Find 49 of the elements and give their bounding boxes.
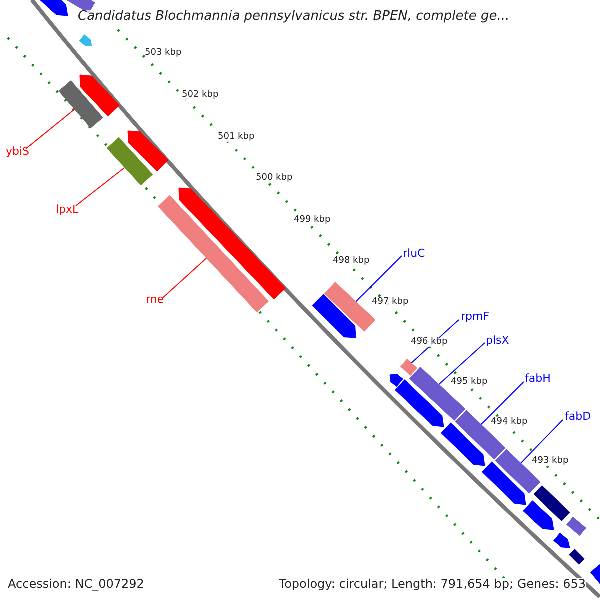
leader-line [76,167,126,206]
gene-bar [400,359,418,376]
gene-label: ybiS [6,146,30,157]
scale-label: 500 kbp [256,174,293,183]
gene-bar [58,80,104,128]
leader-line [26,108,76,150]
genome-summary: Topology: circular; Length: 791,654 bp; Genes: 653 [279,578,586,590]
gene-bar [523,500,554,530]
gene-bar [568,548,586,566]
scale-label: 494 kbp [491,418,528,427]
gene-label: rluC [403,248,426,259]
gene-bar [178,188,286,300]
gene-label: plsX [486,335,510,346]
gene-label: fabD [565,411,592,422]
gene-bar [106,137,154,186]
gene-bar [440,422,486,466]
gene-bar [79,34,92,46]
gene-bar [409,366,466,422]
scale-label: 499 kbp [294,216,331,225]
gene-bar [40,0,68,16]
accession-text: Accession: NC_007292 [8,578,144,590]
gene-bar [80,74,120,117]
genome-title: Candidatus Blochmannia pennsylvanicus str. BPEN, complete ge... [78,10,510,23]
leader-line [356,256,402,302]
leader-line [438,342,486,386]
scale-label: 495 kbp [451,378,488,387]
gene-bar [312,294,356,338]
scale-label: 493 kbp [532,457,569,466]
gene-bar [566,516,586,536]
scale-label: 503 kbp [145,49,182,58]
gene-bar [390,374,404,388]
gene-bar [554,532,570,548]
gene-bar [482,462,526,506]
scale-label: 497 kbp [372,298,409,307]
leader-line [162,258,208,298]
gene-label: rpmF [461,311,490,322]
leader-line [480,382,524,426]
gene-bar [394,380,444,428]
scale-label: 498 kbp [333,257,370,266]
gene-bar [534,485,570,522]
leader-line [520,420,564,464]
gene-label: lpxL [56,204,79,215]
scale-label: 496 kbp [411,338,448,347]
scale-label: 502 kbp [182,91,219,100]
gene-bar [128,130,169,172]
gene-label: fabH [525,373,551,384]
gene-bar [455,410,506,460]
scale-label: 501 kbp [218,133,255,142]
gene-label: rne [146,294,164,305]
